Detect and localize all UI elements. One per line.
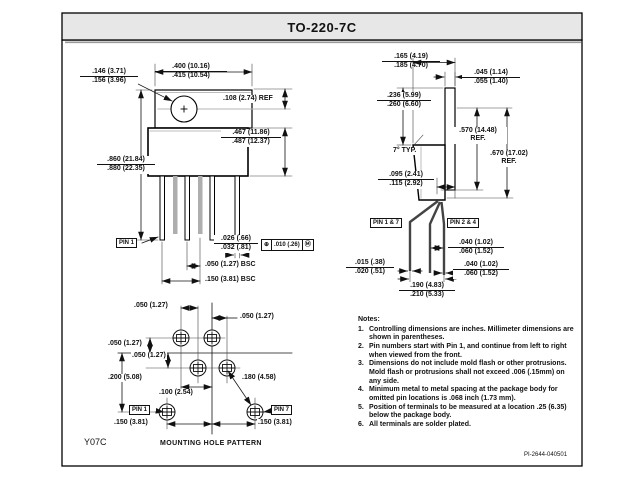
dim-col-top-right: .050 (1.27) [239,313,275,322]
note-item: 3.Dimensions do not include mold flash o… [358,360,567,385]
hole-pattern-caption: MOUNTING HOLE PATTERN [160,440,262,447]
pin7-label-pattern: PIN 7 [271,405,293,415]
dim-lead-pitch: .050 (1.27) BSC [204,261,257,270]
note-item: 5.Position of terminals to be measured a… [358,403,567,420]
pin-2-4-label: PIN 2 & 4 [447,218,480,228]
dim-lead-gap-2: .040 (1.02).060 (1.52) [453,261,509,279]
dim-lead-spread: .190 (4.83).210 (5.33) [399,282,455,300]
dim-body-thickness: .165 (4.19).185 (4.70) [382,53,440,71]
dim-row-left-2: .050 (1.27) [131,352,167,361]
dim-lead-span: .150 (3.81) BSC [204,276,257,285]
dim-ref-570: .570 (14.48)REF. [449,127,507,144]
dim-tab-width: .400 (10.16).415 (10.54) [155,63,227,81]
dim-tab-height: .236 (5.99).260 (6.60) [377,92,431,110]
note-item: 6.All terminals are solder plated. [358,421,471,429]
dim-tab-thickness: .045 (1.14).055 (1.40) [462,69,520,87]
mounting-hole-pattern-drawing [117,302,293,435]
dim-lead-thickness: .015 (.38).020 (.51) [346,259,394,277]
note-item: 1.Controlling dimensions are inches. Mil… [358,325,574,342]
dim-col-center: .100 (2.54) [158,389,194,398]
page-title: TO-220-7C [287,20,357,35]
note-item: 2.Pin numbers start with Pin 1, and cont… [358,343,567,359]
dim-ref-670: .670 (17.02)REF. [480,150,538,167]
dim-lead-offset: .095 (2.41).115 (2.92) [378,171,434,189]
dim-left-150: .150 (3.81) [113,419,149,428]
package-code: Y07C [84,437,107,447]
dim-hole-diameter: .146 (3.71).156 (3.96) [80,68,138,86]
dim-hole-position: .108 (2.74) REF [222,95,274,104]
dim-overall-height: .860 (21.84).880 (22.35) [97,156,155,174]
position-symbol-icon: ⊕ [264,242,270,248]
position-tolerance-frame: ⊕.010 (.26)Ⓜ [261,239,314,251]
dim-col-top-left: .050 (1.27) [133,302,169,311]
pin1-label-pattern: PIN 1 [129,405,151,415]
dim-right-150: .150 (3.81) [257,419,293,428]
pin-1-7-label: PIN 1 & 7 [370,218,403,228]
note-item: 4.Minimum metal to metal spacing at the … [358,386,558,403]
tolerance-value: .010 (.26) [271,240,302,250]
dim-body-height: .467 (11.86).487 (12.37) [221,129,281,147]
dim-diagonal: .180 (4.58) [241,374,277,383]
dim-row-left-1: .050 (1.27) [107,340,143,349]
notes-list: Notes: 1.Controlling dimensions are inch… [358,316,574,430]
dim-lead-gap-1: .040 (1.02).060 (1.52) [448,239,504,257]
draft-angle-label: 7° TYP. [392,147,418,156]
notes-heading: Notes: [358,316,380,323]
mmc-modifier-icon: Ⓜ [301,240,313,250]
drawing-number: PI-2644-040501 [524,452,568,458]
pin1-label-front: PIN 1 [116,238,138,248]
dim-lead-width: .026 (.66).032 (.81) [214,235,258,253]
dim-row-span: .200 (5.08) [107,374,143,383]
